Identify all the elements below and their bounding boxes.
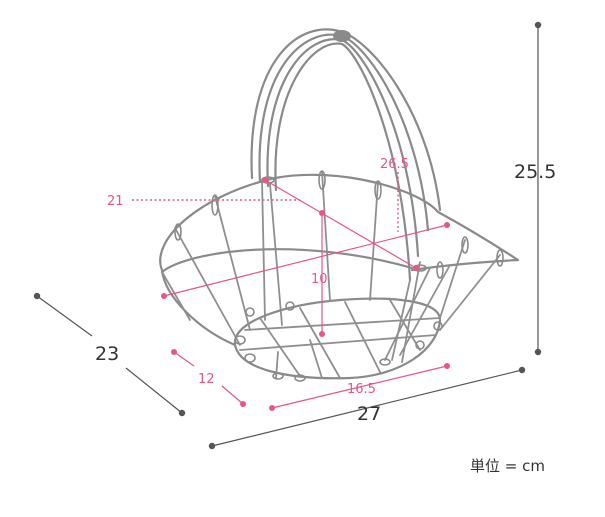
base-width-label: 16.5 — [347, 382, 376, 397]
depth-label: 23 — [95, 343, 119, 365]
height-label: 25.5 — [514, 161, 556, 183]
inner-top-depth-dimension: 21 — [107, 177, 419, 271]
unit-label: 単位 = cm — [470, 457, 545, 475]
inner-top-width-label: 26.5 — [380, 157, 409, 172]
inner-top-depth-label: 21 — [107, 194, 124, 209]
inner-height-dimension: 10 — [311, 210, 328, 337]
width-label: 27 — [357, 403, 381, 425]
height-dimension: 25.5 — [514, 21, 556, 356]
wire-basket-illustration — [159, 28, 520, 382]
inner-height-label: 10 — [311, 272, 328, 287]
width-dimension: 27 — [208, 366, 526, 450]
base-depth-label: 12 — [198, 372, 215, 387]
base-depth-dimension: 12 — [171, 349, 246, 407]
inner-top-width-dimension: 26.5 — [161, 157, 450, 299]
depth-dimension: 23 — [33, 292, 186, 417]
base-width-dimension: 16.5 — [269, 363, 450, 411]
basket-top-rim — [159, 173, 520, 272]
